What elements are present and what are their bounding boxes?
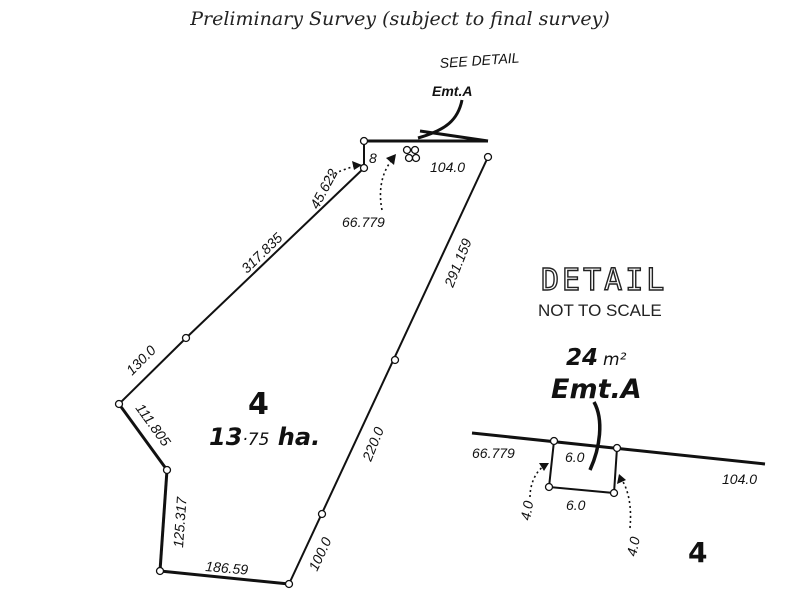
survey-point — [390, 355, 400, 365]
easement-callout-label: Emt.A — [432, 83, 472, 99]
pointer-66779 — [379, 159, 393, 211]
dim-left-lower: 125.317 — [170, 495, 190, 548]
detail-point — [544, 482, 554, 492]
detail-point — [609, 488, 619, 498]
detail-heading: DETAIL — [541, 263, 667, 298]
detail-bottom-width: 6.0 — [566, 497, 586, 513]
detail-point — [549, 436, 559, 446]
survey-point — [181, 333, 191, 343]
detail-point — [612, 443, 622, 453]
arrowhead — [539, 463, 549, 471]
survey-point — [404, 153, 414, 163]
boundary-left-diagonal — [117, 403, 169, 471]
boundary-left-upper — [118, 337, 187, 405]
lot-number: 4 — [248, 387, 269, 422]
dim-left-diagonal: 111.805 — [133, 400, 175, 449]
boundary-right — [288, 156, 489, 585]
dim-left-upper: 130.0 — [123, 342, 159, 378]
dim-pointer-offset: 66.779 — [342, 214, 385, 230]
detail-right-offset: 104.0 — [722, 471, 757, 487]
survey-title: Preliminary Survey (subject to final sur… — [190, 8, 610, 30]
see-detail-pointer — [417, 99, 464, 140]
detail-pointer-left — [529, 465, 545, 498]
survey-point — [155, 566, 165, 576]
detail-pointer-right — [621, 479, 632, 529]
detail-easement-pointer — [588, 401, 602, 471]
survey-point — [162, 465, 172, 475]
dim-top-left-long: 317.835 — [238, 229, 286, 276]
boundary-bottom — [159, 569, 290, 586]
detail-subheading: NOT TO SCALE — [538, 301, 662, 320]
lot-area-unit: ha. — [269, 423, 320, 451]
detail-easement-box — [547, 440, 618, 495]
boundary-left-lower — [158, 469, 169, 572]
survey-point — [402, 145, 412, 155]
arrowhead — [617, 474, 626, 484]
dim-top: 104.0 — [430, 159, 465, 175]
survey-point — [114, 399, 124, 409]
detail-area-value: 24 — [566, 345, 598, 371]
survey-point — [317, 509, 327, 519]
dim-corner-small: 45.622 — [307, 166, 341, 212]
lot-area: 13·75 ha. — [209, 423, 320, 451]
detail-area-unit: m² — [603, 350, 627, 370]
detail-top-width: 6.0 — [565, 449, 585, 465]
arrowhead — [352, 161, 362, 170]
lot-area-main: 13 — [209, 423, 242, 451]
survey-point — [483, 152, 493, 162]
dim-bottom: 186.59 — [205, 558, 249, 578]
detail-lot-number: 4 — [688, 536, 707, 569]
survey-point — [411, 153, 421, 163]
survey-point — [359, 163, 369, 173]
survey-point — [359, 136, 369, 146]
dim-right-lower: 220.0 — [359, 424, 387, 464]
see-detail-label: SEE DETAIL — [439, 49, 520, 71]
detail-right-depth: 4.0 — [623, 535, 643, 558]
survey-points — [114, 136, 493, 589]
detail-easement-label: Emt.A — [551, 374, 642, 405]
corner-label: 8 — [369, 150, 377, 166]
arrowhead — [386, 154, 396, 165]
survey-point — [410, 145, 420, 155]
detail-left-depth: 4.0 — [517, 499, 536, 521]
dim-right-upper: 291.159 — [441, 236, 475, 290]
detail-left-offset: 66.779 — [472, 445, 515, 461]
boundary-upper-left — [185, 167, 365, 339]
lot-area-decimal: ·75 — [242, 430, 269, 450]
survey-point — [284, 579, 294, 589]
